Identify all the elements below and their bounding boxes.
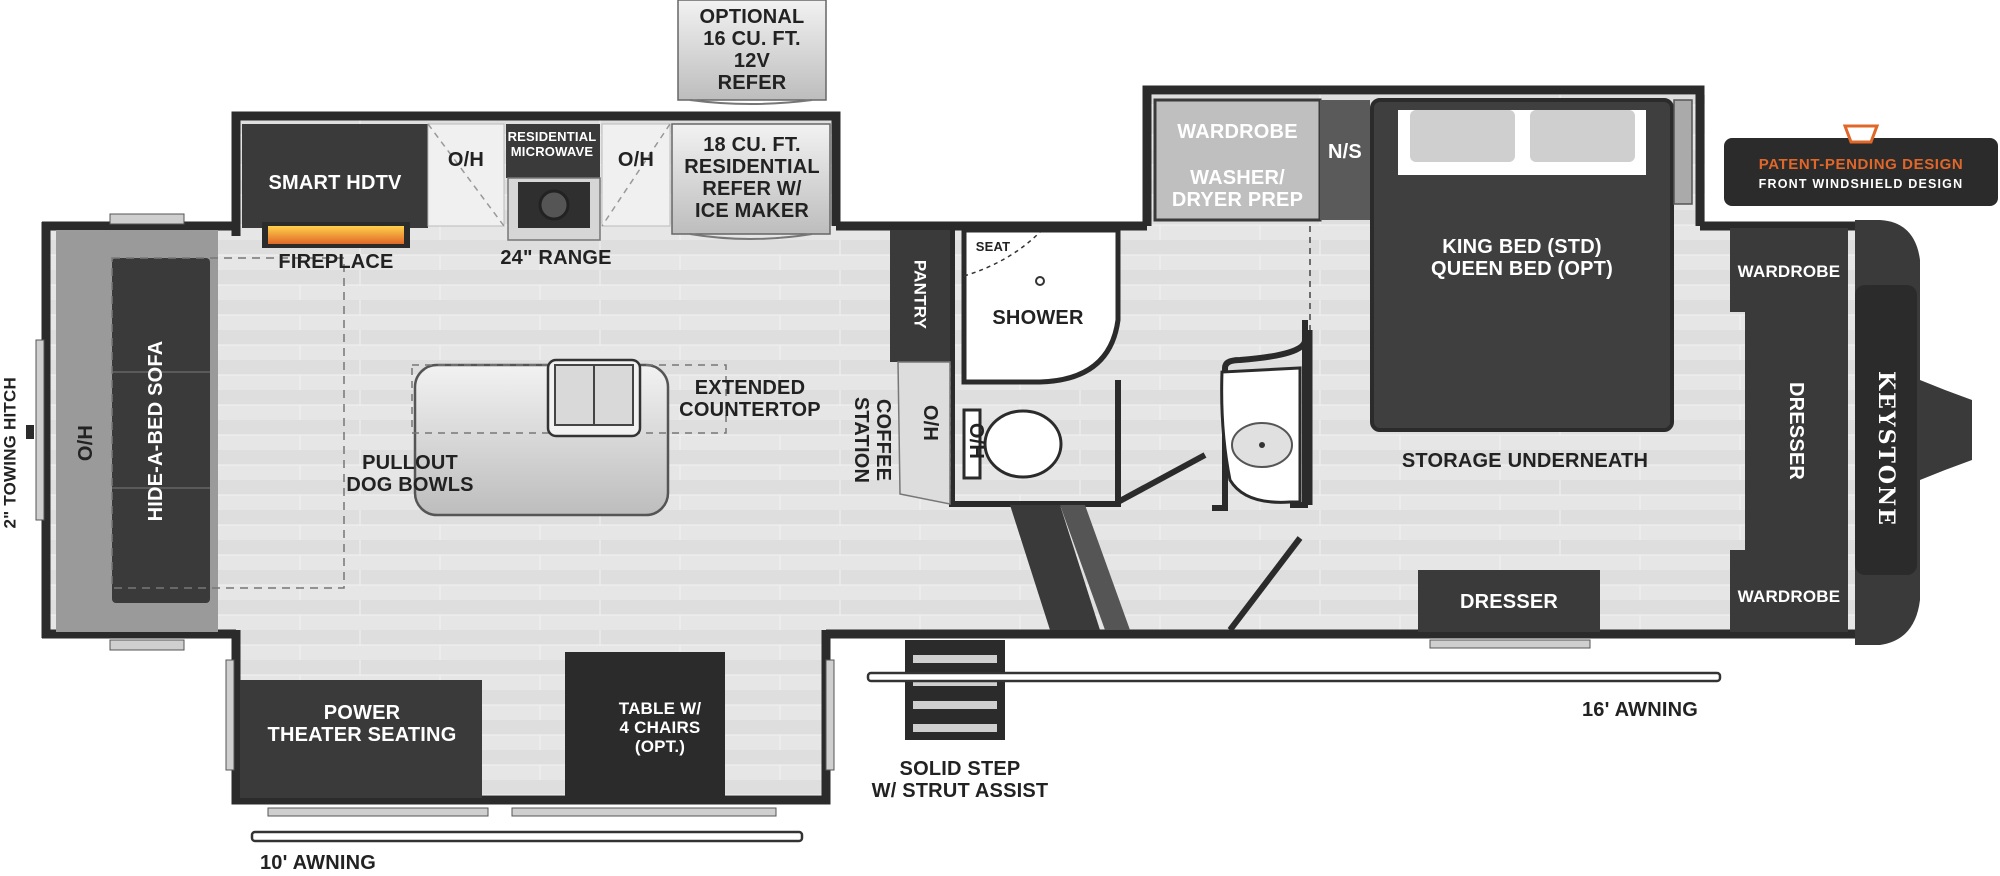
dresser-label: DRESSER: [1459, 591, 1559, 613]
storage-underneath-label: STORAGE UNDERNEATH: [1401, 450, 1649, 472]
solid-step-label: SOLID STEP W/ STRUT ASSIST: [871, 758, 1049, 802]
awnings: [250, 671, 1722, 843]
kitchen-slide: [242, 0, 831, 248]
dog-bowls-label: PULLOUT DOG BOWLS: [346, 452, 474, 496]
windshield-icon: [1843, 124, 1879, 144]
wardrobe-label: WARDROBE: [1177, 121, 1298, 143]
wardrobe-label: WARDROBE: [1737, 587, 1841, 606]
overhead-cabinet-label: O/H: [447, 149, 485, 171]
overhead-cabinet-label: O/H: [919, 404, 941, 442]
optional-refer-label: OPTIONAL 16 CU. FT. 12V REFER: [699, 6, 805, 94]
wardrobe-label: WARDROBE: [1737, 262, 1841, 281]
patent-badge-subtitle: FRONT WINDSHIELD DESIGN: [1758, 177, 1964, 191]
range-label: 24" RANGE: [500, 247, 612, 269]
washer-dryer-label: WASHER/ DRYER PREP: [1171, 167, 1304, 211]
pantry-area: [890, 230, 951, 505]
shower-label: SHOWER: [992, 307, 1084, 329]
brand-logo: KEYSTONE: [1873, 371, 1899, 527]
table-label: TABLE W/ 4 CHAIRS (OPT.): [618, 699, 702, 756]
smart-hdtv-label: SMART HDTV: [268, 172, 402, 194]
exterior-walls: [41, 85, 1875, 805]
nightstand-label: N/S: [1328, 141, 1362, 163]
overhead-cabinet-label: O/H: [75, 424, 97, 462]
extended-countertop-label: EXTENDED COUNTERTOP: [679, 377, 821, 421]
patent-badge: PATENT-PENDING DESIGN FRONT WINDSHIELD D…: [1724, 138, 1998, 206]
bath: [900, 226, 1313, 632]
dresser-label: DRESSER: [1785, 381, 1807, 481]
awning-10-label: 10' AWNING: [259, 852, 377, 874]
towing-hitch-label: 2" TOWING HITCH: [0, 377, 20, 529]
residential-refer-label: 18 CU. FT. RESIDENTIAL REFER W/ ICE MAKE…: [684, 134, 820, 222]
overhead-cabinet-label: O/H: [965, 422, 987, 460]
bed-label: KING BED (STD) QUEEN BED (OPT): [1431, 236, 1613, 280]
sofa-label: HIDE-A-BED SOFA: [145, 340, 167, 522]
front-bedroom: [1418, 228, 1917, 649]
theater-seating-label: POWER THEATER SEATING: [267, 702, 457, 746]
shower-seat-label: SEAT: [975, 239, 1011, 254]
fireplace-label: FIREPLACE: [278, 251, 394, 273]
front-slide: [1153, 98, 1693, 432]
patent-badge-title: PATENT-PENDING DESIGN: [1758, 156, 1964, 173]
residential-microwave-label: RESIDENTIAL MICROWAVE: [507, 129, 597, 159]
coffee-station-label: COFFEE STATION: [850, 396, 894, 484]
awning-16-label: 16' AWNING: [1581, 699, 1699, 721]
pantry-label: PANTRY: [910, 259, 930, 330]
overhead-cabinet-label: O/H: [617, 149, 655, 171]
living-area: [26, 213, 835, 798]
